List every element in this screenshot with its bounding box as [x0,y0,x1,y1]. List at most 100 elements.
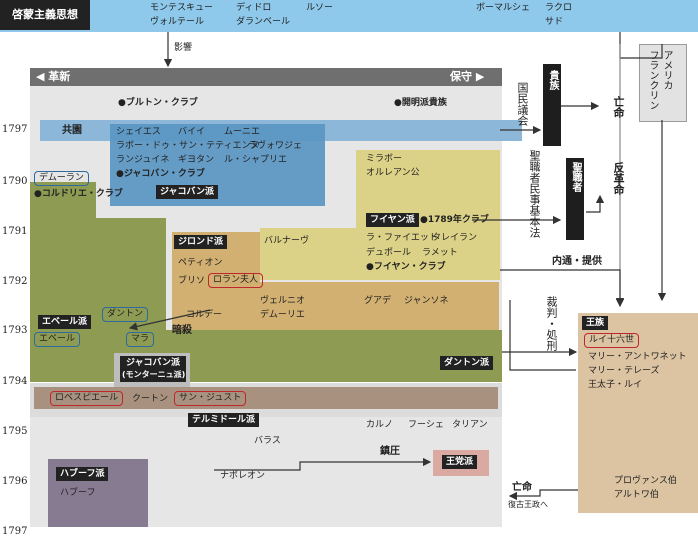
person-lafayette: ラ・ファイエット [366,233,438,243]
person-saint-just: サン・ジュスト [174,391,247,406]
emigration-top: 亡命 [612,96,625,118]
club-1789: ●1789年クラブ [420,215,489,225]
year-label: 1795 [2,426,28,437]
person-barnave: バルナーヴ [264,236,310,246]
restoration-label: 復古王政へ [508,500,548,509]
enlightened-nobles: ●開明派貴族 [394,98,447,108]
enlightenment-bar [0,0,698,32]
person-barras: バラス [254,436,281,446]
franklin-label: フランクリン [647,50,658,110]
person-gensonne: ジャンソネ [404,296,449,306]
person-mounier: ムーニエ [224,127,261,137]
royalty-label: 王族 [582,316,609,330]
nobility-bar [543,64,561,146]
year-label: 1792 [2,276,28,287]
person-rabaut: ラボー・ドゥ・サン・テティエンヌ [116,141,260,151]
person-danton: ダントン [102,307,149,322]
year-label: 1797 [2,124,28,135]
collusion-label: 内通・提供 [552,256,602,267]
counter-revolution: 反革命 [612,162,625,195]
girondin-area-2 [172,282,499,330]
scale-right: 保守 ▶ [450,70,485,83]
thinker-beaumarchais: ボーマルシェ [476,3,531,13]
danton-label: ダントン派 [440,356,494,370]
year-label: 1790 [2,176,28,187]
person-marat: マラ [126,332,155,347]
national-assembly-label: 国民議会 [516,82,529,126]
thinker-montesquieu: モンテスキュー [150,3,214,13]
feuillant-label: フイヤン派 [366,213,419,227]
person-napoleon: ナポレオン [220,471,266,481]
civil-constitution-label: 聖職者民事基本法 [528,150,541,238]
person-desmoulins: デムーラン [34,171,89,186]
person-lavoisier: ラヴォワジェ [248,141,303,151]
scale-left: ◀ 革新 [36,70,71,83]
person-bailly: バイイ [178,127,206,137]
person-vergniaud: ヴェルニオ [260,296,306,306]
person-provence: プロヴァンス伯 [614,476,677,486]
person-robespierre: ロベスピエール [50,391,124,406]
year-label: 1794 [2,376,28,387]
royalist-label: 王党派 [442,455,478,469]
america-box [639,44,687,122]
person-fouche: フーシェ [408,420,444,430]
montagnard-label: ジャコバン派 [120,356,186,369]
year-label: 1797 [2,526,28,537]
person-babeuf: ハブーフ [60,488,96,498]
person-sieyes: シェイエス [116,127,161,137]
person-carnot: カルノ [366,420,394,430]
thermidor-label: テルミドール派 [188,413,260,427]
year-label: 1793 [2,325,28,336]
america-label: アメリカ [661,50,672,90]
person-louis16: ルイ十六世 [584,333,640,348]
person-talleyrand: タレイラン [432,233,478,243]
cordeliers-club: ●コルドリエ・クラブ [34,189,123,199]
hebert-label: エベール派 [38,315,92,329]
person-marie-antoinette: マリー・アントワネット [588,352,687,362]
enlightenment-label: 啓蒙主義思想 [0,0,90,30]
person-tallien: タリアン [452,420,488,430]
haboof-label: ハブーフ派 [56,467,109,481]
feuillant-club: ●フイヤン・クラブ [366,262,446,272]
person-lanjuinais: ランジュイネ [116,155,170,165]
scale-bar [30,68,502,86]
person-artois: アルトワ伯 [614,490,659,500]
person-hebert: エベール [34,332,81,347]
influence-label: 影響 [174,43,193,53]
clergy-label: 聖職者 [570,162,581,192]
person-roland: ロラン夫人 [208,273,264,288]
olive-area [30,182,96,382]
robespierre-band [34,387,498,409]
year-label: 1796 [2,476,28,487]
thinker-diderot: ディドロ [236,3,272,13]
republic-label: 共園 [62,125,82,136]
thinker-laclos: ラクロ [545,3,573,13]
thinker-rousseau: ルソー [306,3,334,13]
year-label: 1791 [2,226,28,237]
person-brissot: ブリソ [178,276,206,286]
person-duport: デュポール [366,248,412,258]
person-couthon: クートン [132,394,169,404]
emigration-bottom: 亡命 [512,482,532,493]
person-orleans: オルレアン公 [366,168,420,178]
person-mirabeau: ミラボー [366,154,403,164]
montagnard-sub: (モンターニュ派) [120,369,186,382]
jacobin-club: ●ジャコバン・クラブ [116,169,205,179]
thinker-voltaire: ヴォルテール [150,17,205,27]
nobility-label: 貴族 [547,70,558,90]
person-guillotin: ギヨタン [178,155,215,165]
person-corday: コルデー [186,310,223,320]
breton-club: ●ブルトン・クラブ [118,98,198,108]
person-chapelier: ル・シャプリエ [224,155,288,165]
suppression-label: 鎮圧 [380,446,400,457]
person-dauphin: 王太子・ルイ [588,380,643,390]
feuillant-area-2 [260,228,356,280]
girondin-label: ジロンド派 [174,235,228,249]
trial-label: 裁判・処刑 [545,296,558,351]
person-lameth: ラメット [422,248,458,258]
thinker-dalembert: ダランベール [236,17,291,27]
person-petion: ペティオン [178,258,223,268]
clergy-bar [566,158,584,240]
person-marie-therese: マリー・テレーズ [588,366,660,376]
